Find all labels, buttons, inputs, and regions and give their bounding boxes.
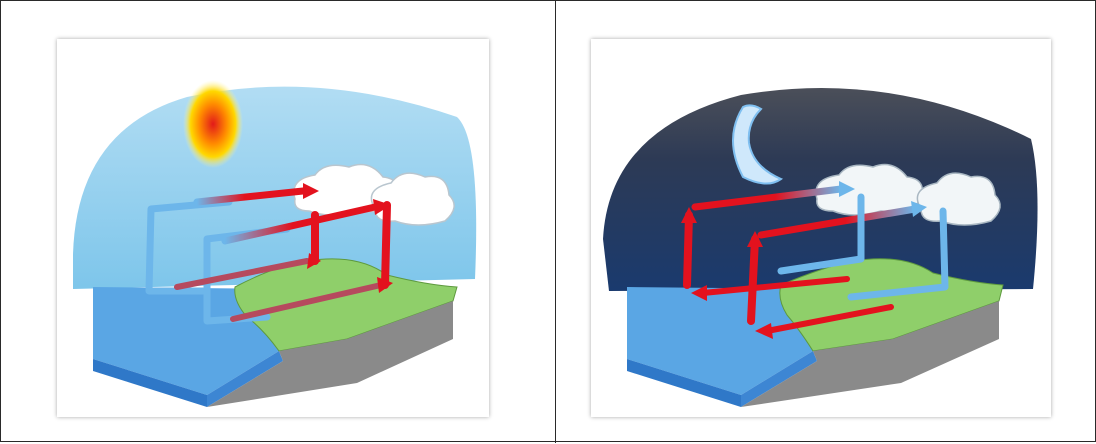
night-breeze-diagram (591, 39, 1051, 417)
panel-divider (555, 1, 556, 443)
sun-icon (183, 80, 243, 168)
night-breeze-panel (591, 39, 1051, 417)
day-breeze-diagram (57, 39, 489, 417)
day-breeze-panel (57, 39, 489, 417)
